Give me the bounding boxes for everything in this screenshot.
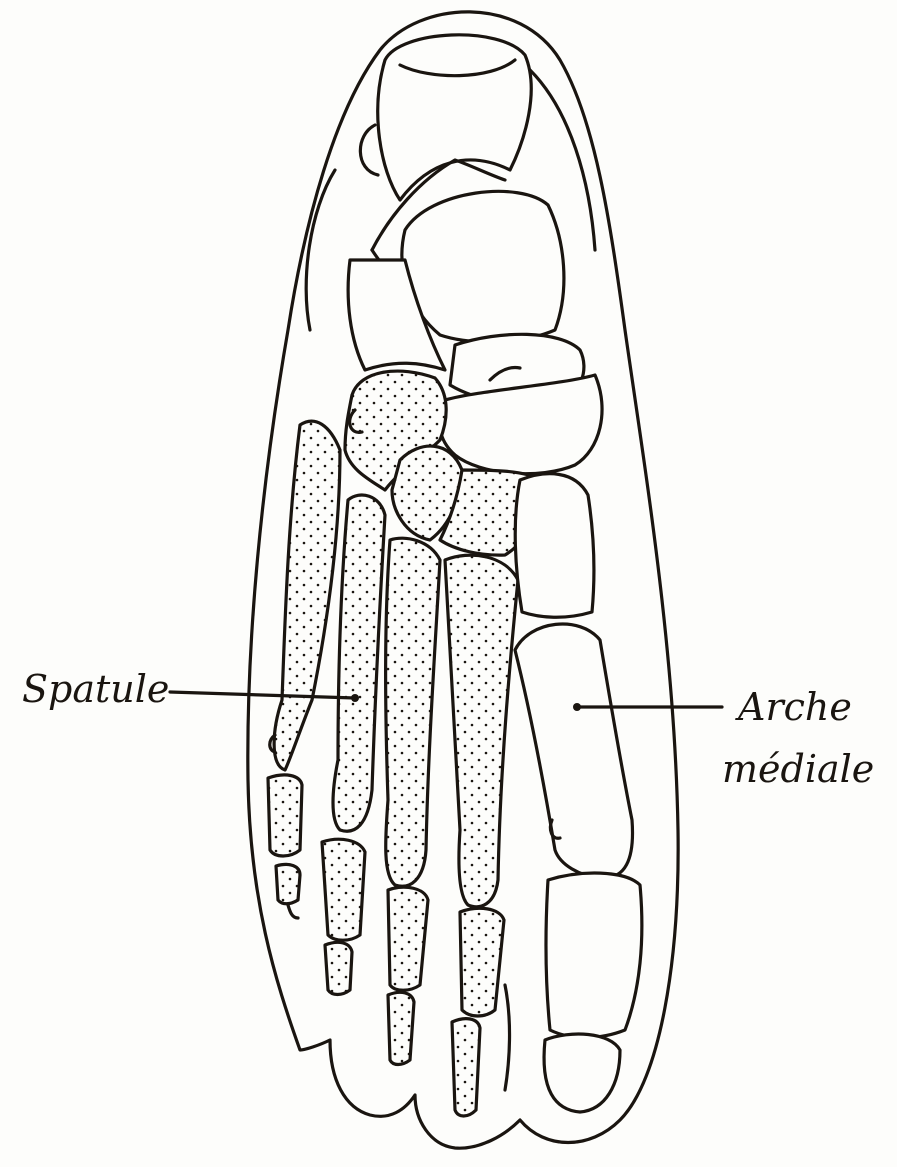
medial-tarsal-plain <box>515 474 594 618</box>
first-metatarsal <box>515 624 633 878</box>
first-distal-phalanx <box>544 1034 620 1112</box>
first-proximal-phalanx <box>546 873 642 1037</box>
phalanx-3b <box>388 992 414 1064</box>
label-arche: Arche <box>738 688 852 726</box>
metatarsal-2 <box>445 555 518 907</box>
phalanx-5a <box>268 775 302 856</box>
spatule-leader-dot <box>351 694 359 702</box>
label-mediale: médiale <box>722 750 874 788</box>
talus-bone <box>402 191 564 342</box>
phalanx-3a <box>388 887 428 990</box>
calcaneus-bone <box>378 35 531 200</box>
phalanx-4b <box>325 942 352 994</box>
label-spatule: Spatule <box>22 670 169 708</box>
phalanx-2a <box>460 908 504 1016</box>
phalanx-4a <box>322 839 365 940</box>
spatule-leader-line <box>170 692 355 698</box>
metatarsal-3 <box>386 538 440 886</box>
phalanx-5b <box>276 864 300 903</box>
metatarsal-5 <box>274 421 340 770</box>
arche-leader-dot <box>573 703 581 711</box>
phalanx-2b <box>452 1019 480 1116</box>
metatarsal-4 <box>333 495 385 831</box>
